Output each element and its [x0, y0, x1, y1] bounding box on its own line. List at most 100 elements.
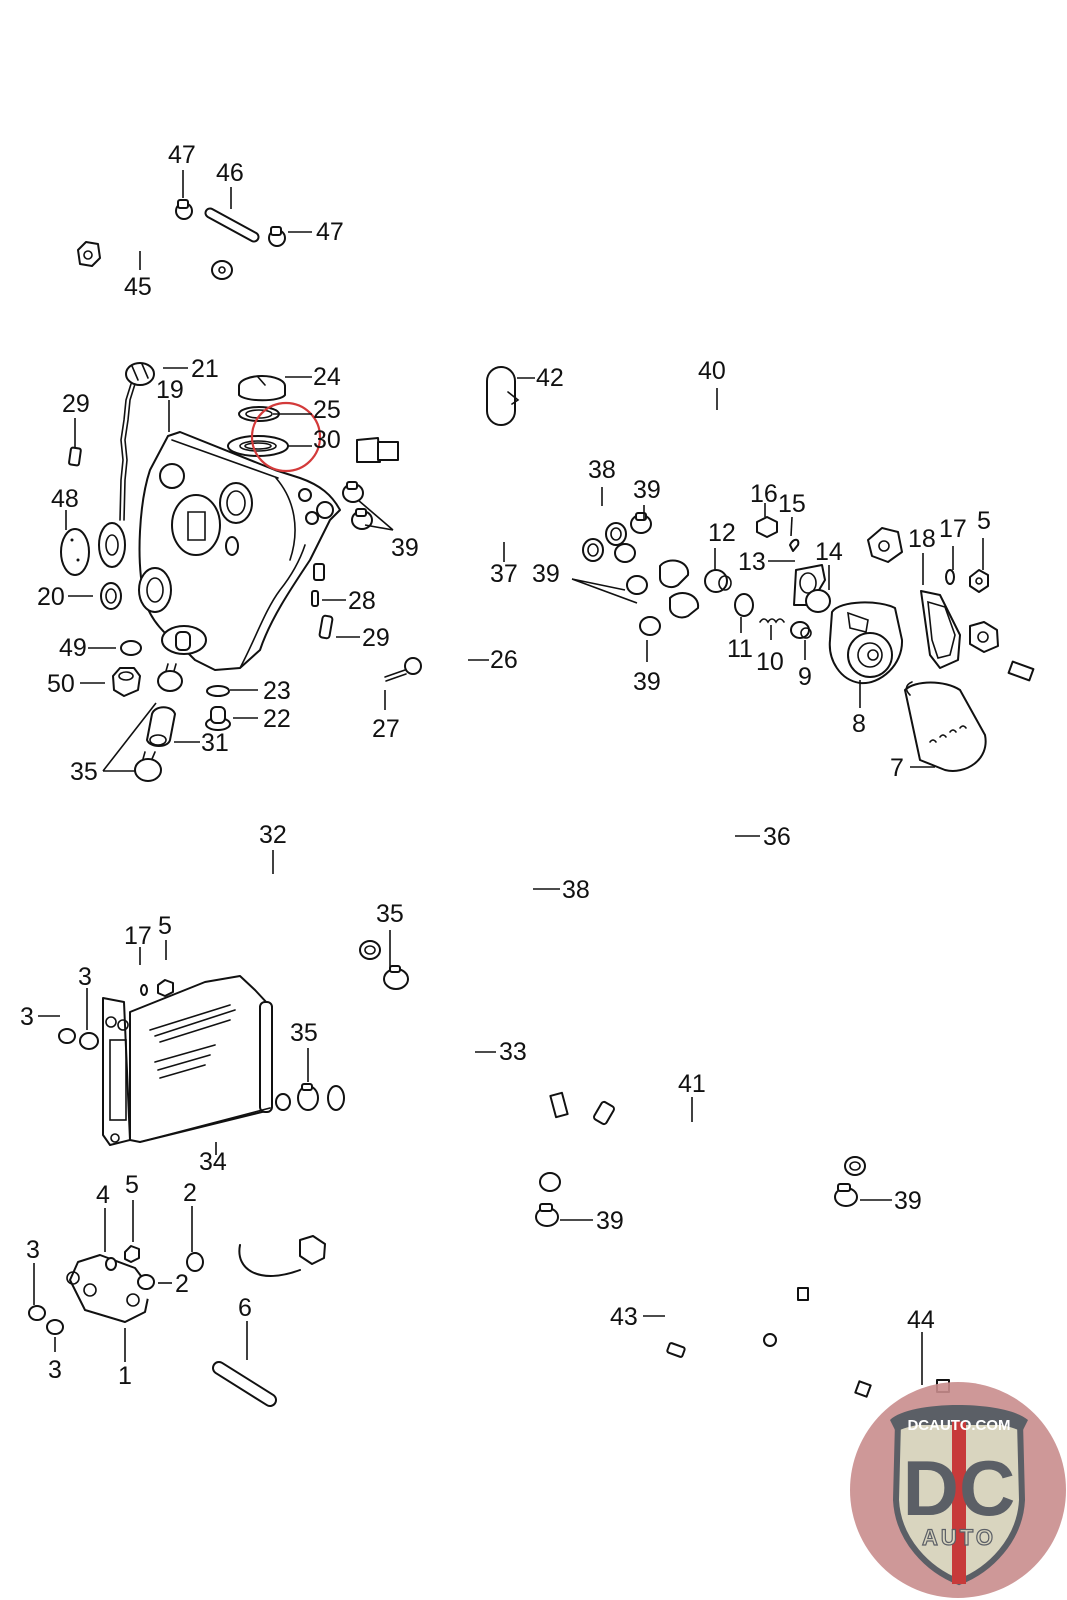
nut-16[interactable] — [756, 516, 778, 538]
watermark-monogram: DC — [903, 1444, 1016, 1532]
oil-pressure-line-40[interactable] — [356, 397, 903, 563]
callout-31: 31 — [201, 729, 229, 757]
filler-cap-24[interactable] — [238, 375, 286, 402]
piston-9[interactable] — [790, 621, 812, 639]
callout-48: 48 — [51, 485, 79, 513]
union-27[interactable] — [384, 657, 422, 682]
oil-line-lower-left[interactable] — [233, 1233, 326, 1277]
spacer-2-a[interactable] — [186, 1252, 204, 1272]
oil-tank-19[interactable] — [138, 431, 341, 671]
callout-39: 39 — [596, 1207, 624, 1235]
hose-33[interactable] — [327, 999, 470, 1111]
nut-50[interactable] — [112, 667, 141, 697]
callout-38: 38 — [562, 876, 590, 904]
washer-17-b[interactable] — [140, 984, 148, 996]
elbow-fittings[interactable] — [659, 559, 700, 619]
gasket-plate[interactable] — [98, 522, 126, 568]
callout-8: 8 — [852, 710, 866, 738]
callout-3: 3 — [78, 963, 92, 991]
leader-lines — [33, 170, 984, 1385]
breather-hose-37[interactable] — [384, 507, 604, 562]
breather-hose-38-upper[interactable] — [376, 478, 627, 546]
washer-4[interactable] — [105, 1257, 117, 1271]
callout-47: 47 — [168, 141, 196, 169]
clamp-39-d[interactable] — [614, 543, 661, 636]
washer-15[interactable] — [789, 538, 800, 552]
clamp-39-c[interactable] — [630, 512, 652, 534]
oil-filter-7[interactable] — [904, 681, 987, 772]
clamp-35-d[interactable] — [297, 1083, 319, 1111]
callout-39: 39 — [894, 1187, 922, 1215]
clamp-39-e[interactable] — [535, 1203, 559, 1227]
callout-47: 47 — [316, 218, 344, 246]
callout-3: 3 — [48, 1356, 62, 1384]
gasket-20[interactable] — [100, 582, 122, 610]
oring-14[interactable] — [805, 589, 831, 613]
callout-5: 5 — [977, 507, 991, 535]
callout-49: 49 — [59, 634, 87, 662]
callout-25: 25 — [313, 396, 341, 424]
clip-42[interactable] — [486, 366, 520, 426]
dipstick-21[interactable] — [119, 362, 155, 521]
plug-12[interactable] — [704, 569, 732, 593]
callout-39: 39 — [391, 534, 419, 562]
hose-32[interactable] — [128, 791, 381, 960]
oil-pump-1[interactable] — [66, 1254, 195, 1359]
clamp-47-b[interactable] — [268, 226, 286, 247]
breather-hose-36[interactable] — [558, 599, 866, 1176]
seal-23[interactable] — [206, 685, 230, 697]
clamp-39-a[interactable] — [342, 481, 364, 503]
oil-return-line-41[interactable] — [293, 1091, 707, 1272]
gasket-18[interactable] — [920, 590, 961, 669]
callout-15: 15 — [778, 490, 806, 518]
drain-plug-22[interactable] — [205, 706, 231, 731]
callout-9: 9 — [798, 663, 812, 691]
callout-35: 35 — [376, 900, 404, 928]
hose-31[interactable] — [146, 706, 176, 747]
callout-29: 29 — [62, 390, 90, 418]
spacer-3-a[interactable] — [58, 1028, 76, 1044]
callout-29: 29 — [362, 624, 390, 652]
oil-line-43[interactable] — [666, 1287, 843, 1358]
callout-35: 35 — [290, 1019, 318, 1047]
cover-plate-48[interactable] — [60, 528, 90, 576]
pressure-line-right[interactable] — [605, 621, 1035, 1133]
callout-5: 5 — [158, 912, 172, 940]
washer-17-a[interactable] — [945, 569, 955, 585]
seal-ring-30[interactable] — [227, 435, 289, 457]
seal-11[interactable] — [734, 593, 754, 617]
hose-29-b[interactable] — [318, 614, 334, 640]
clamp-39-b[interactable] — [351, 508, 373, 530]
callout-10: 10 — [756, 648, 784, 676]
callout-17: 17 — [939, 515, 967, 543]
callout-21: 21 — [191, 355, 219, 383]
oil-cooler-34[interactable] — [102, 975, 291, 1146]
tube-46[interactable] — [204, 207, 260, 243]
callout-39: 39 — [532, 560, 560, 588]
callout-30: 30 — [313, 426, 341, 454]
breather-line-26[interactable] — [313, 563, 463, 669]
clamp-47-a[interactable] — [175, 199, 193, 220]
oil-line-45[interactable] — [77, 241, 233, 280]
tube-6[interactable] — [212, 1361, 277, 1407]
clamp-35-b[interactable] — [134, 751, 162, 782]
buffer-29-a[interactable] — [68, 446, 82, 467]
sleeve-28[interactable] — [311, 590, 319, 607]
clamp-35-a[interactable] — [157, 663, 183, 692]
spacer-2-b[interactable] — [137, 1274, 155, 1290]
breather-hose-38-long[interactable] — [502, 591, 614, 1192]
spacer-3-c[interactable] — [28, 1305, 46, 1321]
nut-5-b[interactable] — [157, 979, 174, 997]
callout-13: 13 — [738, 548, 766, 576]
callout-7: 7 — [890, 754, 904, 782]
nut-5-a[interactable] — [969, 569, 989, 593]
washer-49[interactable] — [120, 640, 142, 656]
nut-5-c[interactable] — [124, 1245, 140, 1263]
clamp-35-c[interactable] — [383, 965, 409, 990]
clamp-39-f[interactable] — [834, 1183, 858, 1207]
spring-10[interactable] — [759, 618, 785, 624]
spacer-3-d[interactable] — [46, 1319, 64, 1335]
filter-housing-8[interactable] — [828, 601, 904, 685]
callout-22: 22 — [263, 705, 291, 733]
spacer-3-b[interactable] — [79, 1032, 99, 1050]
